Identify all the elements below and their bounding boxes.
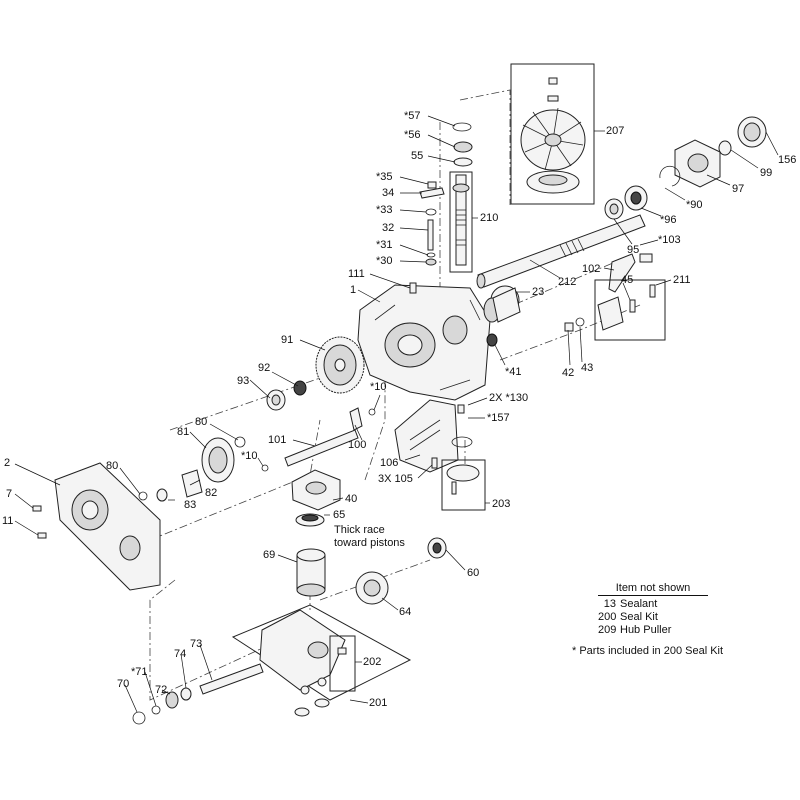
- callout-3x105: 3X 105: [378, 473, 413, 485]
- callout-111: 111: [348, 268, 365, 280]
- main-housing: [357, 282, 491, 401]
- callout-42: 42: [562, 367, 575, 379]
- leader-lines: [14, 115, 779, 713]
- callout-81: 81: [177, 426, 190, 438]
- callout-40: 40: [345, 493, 358, 505]
- callout-91: 91: [281, 334, 294, 346]
- legend-item: 13 Sealant: [598, 598, 708, 611]
- callout-64: 64: [399, 606, 412, 618]
- items-not-shown-legend: Item not shown 13 Sealant 200 Seal Kit 2…: [598, 582, 708, 637]
- callout-80a: 80: [195, 416, 208, 428]
- callout-211: 211: [673, 274, 691, 286]
- callout-83: 83: [184, 499, 197, 511]
- callout-202: 202: [363, 656, 382, 668]
- callout-31: *31: [376, 239, 393, 251]
- legend-item: 200 Seal Kit: [598, 611, 708, 624]
- callout-156: 156: [778, 154, 797, 166]
- callout-11: 11: [2, 515, 14, 527]
- callout-207: 207: [606, 125, 625, 137]
- callout-157: *157: [487, 412, 510, 424]
- callout-212: 212: [558, 276, 577, 288]
- callout-96: *96: [660, 214, 677, 226]
- input-shaft: [261, 407, 376, 472]
- pump-shaft: [132, 663, 264, 725]
- callout-210: 210: [480, 212, 499, 224]
- axle-bearing: [483, 285, 521, 347]
- callout-45: 45: [621, 274, 634, 286]
- brake-assembly: [564, 253, 666, 341]
- callout-32: 32: [382, 222, 395, 234]
- callout-41: *41: [505, 366, 522, 378]
- callout-201: 201: [369, 697, 388, 709]
- callout-30: *30: [376, 255, 393, 267]
- callout-101: 101: [268, 434, 287, 446]
- swashplate: [291, 469, 341, 527]
- callout-69: 69: [263, 549, 276, 561]
- legend-title: Item not shown: [598, 582, 708, 596]
- reduction-gear: [138, 436, 246, 502]
- callout-102: 102: [582, 263, 601, 275]
- legend-item-label: Seal Kit: [620, 611, 658, 623]
- callout-56: *56: [404, 129, 421, 141]
- callout-74: 74: [174, 648, 187, 660]
- callout-106: 106: [380, 457, 399, 469]
- thick-race-note-line1: Thick race: [334, 524, 385, 536]
- callout-43: 43: [581, 362, 594, 374]
- callout-92: 92: [258, 362, 271, 374]
- cooling-fan: [520, 77, 586, 194]
- legend-item-number: 13: [603, 598, 616, 610]
- callout-35: *35: [376, 171, 393, 183]
- callout-80b: 80: [106, 460, 119, 472]
- callout-203: 203: [492, 498, 511, 510]
- callout-1: 1: [350, 284, 357, 296]
- callout-23: 23: [532, 286, 545, 298]
- legend-item-number: 200: [598, 611, 617, 623]
- hub-assembly: [604, 116, 767, 220]
- callout-7: 7: [6, 488, 13, 500]
- callout-33: *33: [376, 204, 393, 216]
- thick-race-note-line2: toward pistons: [334, 537, 405, 549]
- callout-97: 97: [732, 183, 745, 195]
- callout-71: *71: [131, 666, 148, 678]
- pump-cylinder: [296, 537, 447, 605]
- axle-shaft: [476, 214, 646, 289]
- shaft-kit-box: [449, 171, 473, 273]
- side-cover: [32, 462, 161, 591]
- seal-stack-top: [452, 122, 473, 167]
- callout-60: 60: [467, 567, 480, 579]
- callout-2x130: 2X *130: [489, 392, 529, 404]
- callout-10a: *10: [370, 381, 387, 393]
- legend-item-label: Sealant: [620, 598, 658, 610]
- callout-82: 82: [205, 487, 218, 499]
- center-section: [231, 604, 412, 717]
- legend-item-number: 209: [598, 624, 617, 636]
- callout-57: *57: [404, 110, 421, 122]
- callout-99: 99: [760, 167, 773, 179]
- callout-55: 55: [411, 150, 424, 162]
- callout-95: 95: [627, 244, 640, 256]
- thick-race-note: Thick race toward pistons: [334, 524, 405, 550]
- callout-70: 70: [117, 678, 130, 690]
- fan-kit-box: [510, 63, 595, 205]
- seal-kit-footnote: * Parts included in 200 Seal Kit: [572, 645, 724, 657]
- legend-item: 209 Hub Puller: [598, 624, 708, 637]
- callout-93: 93: [237, 375, 250, 387]
- callout-103: *103: [658, 234, 681, 246]
- callout-100: 100: [348, 439, 367, 451]
- center-shaft: [452, 174, 470, 266]
- callout-10b: *10: [241, 450, 258, 462]
- center-case: [394, 399, 486, 511]
- callout-90: *90: [686, 199, 703, 211]
- callout-73: 73: [190, 638, 203, 650]
- callout-72: 72: [155, 684, 168, 696]
- large-gear: [266, 336, 365, 411]
- callout-34: 34: [382, 187, 395, 199]
- callout-65: 65: [333, 509, 346, 521]
- callout-2: 2: [4, 457, 11, 469]
- legend-item-label: Hub Puller: [620, 624, 672, 636]
